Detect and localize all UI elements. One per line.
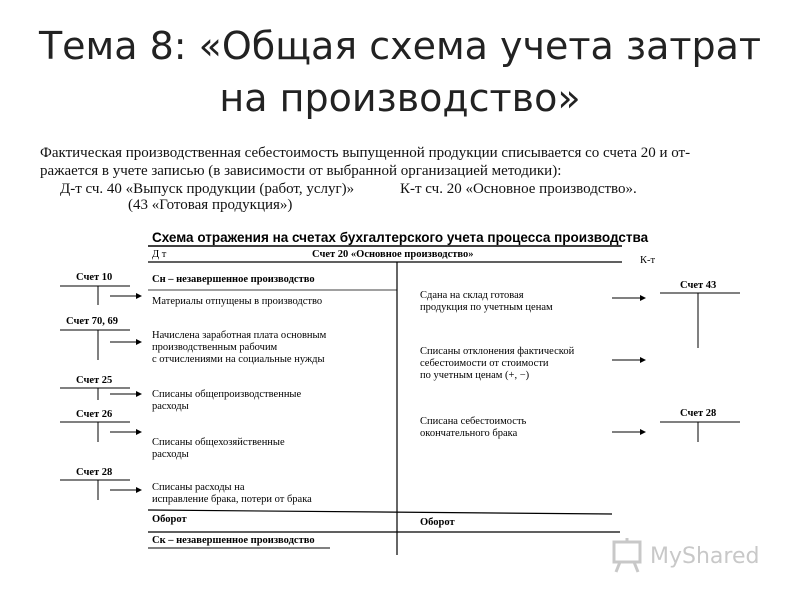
entry-defect-cost-line-1: Списана себестоимость bbox=[420, 416, 527, 427]
entry-overhead-line-1: Списаны общепроизводственные bbox=[152, 389, 302, 400]
entry-materials: Материалы отпущены в производство bbox=[152, 296, 323, 307]
entry-general-line-1: Списаны общехозяйственные bbox=[152, 437, 285, 448]
entry-deviation-line-3: по учетным ценам (+, −) bbox=[420, 370, 530, 381]
arrow-icon bbox=[136, 391, 142, 397]
opening-balance: Сн – незавершенное производство bbox=[152, 274, 315, 285]
arrow-icon bbox=[136, 487, 142, 493]
account-label-26: Счет 26 bbox=[76, 409, 113, 420]
arrow-icon bbox=[640, 429, 646, 435]
account-label-10: Счет 10 bbox=[76, 272, 113, 283]
arrow-icon bbox=[640, 357, 646, 363]
intro-line-4: (43 «Готовая продукция») bbox=[128, 197, 293, 213]
account-label-25: Счет 25 bbox=[76, 375, 113, 386]
entry-deviation-line-1: Списаны отклонения фактической bbox=[420, 346, 575, 357]
intro-line-2: ражается в учете записью (в зависимости … bbox=[40, 163, 562, 179]
entry-wages-line-3: с отчислениями на социальные нужды bbox=[152, 354, 325, 365]
credit-label: К-т bbox=[640, 255, 656, 266]
entry-wages-line-2: производственным рабочим bbox=[152, 342, 278, 353]
intro-credit: К-т сч. 20 «Основное производство». bbox=[400, 181, 637, 197]
turnover-top-line bbox=[147, 509, 613, 515]
entry-defect-line-1: Списаны расходы на bbox=[152, 482, 245, 493]
entry-overhead-line-2: расходы bbox=[152, 401, 189, 412]
arrow-icon bbox=[136, 339, 142, 345]
schema-title: Схема отражения на счетах бухгалтерского… bbox=[152, 230, 649, 245]
entry-wages-line-1: Начислена заработная плата основным bbox=[152, 330, 327, 341]
closing-balance: Ск – незавершенное производство bbox=[152, 535, 315, 546]
entry-defect-line-2: исправление брака, потери от брака bbox=[152, 494, 312, 505]
turnover-debit: Оборот bbox=[152, 514, 187, 525]
entry-warehouse-line-1: Сдана на склад готовая bbox=[420, 290, 524, 301]
debit-label: Д т bbox=[152, 249, 167, 260]
arrow-icon bbox=[640, 295, 646, 301]
entry-deviation-line-2: себестоимости от стоимости bbox=[420, 358, 549, 369]
account-label-43: Счет 43 bbox=[680, 280, 717, 291]
entry-general-line-2: расходы bbox=[152, 449, 189, 460]
presentation-board-icon bbox=[612, 538, 642, 573]
turnover-credit: Оборот bbox=[420, 517, 455, 528]
watermark-text: MyShared bbox=[650, 544, 760, 569]
slide-title: Тема 8: «Общая схема учета затрат на про… bbox=[0, 20, 800, 124]
intro-line-1: Фактическая производственная себестоимос… bbox=[40, 145, 691, 161]
entry-defect-cost-line-2: окончательного брака bbox=[420, 428, 518, 439]
arrow-icon bbox=[136, 429, 142, 435]
entry-warehouse-line-2: продукция по учетным ценам bbox=[420, 302, 553, 313]
slide-title-line-2: на производство» bbox=[219, 76, 581, 120]
account-label-28-right: Счет 28 bbox=[680, 408, 717, 419]
arrow-icon bbox=[136, 293, 142, 299]
t-account-header: Счет 20 «Основное производство» bbox=[312, 249, 474, 260]
intro-debit: Д-т сч. 40 «Выпуск продукции (работ, усл… bbox=[60, 181, 355, 197]
slide-title-line-1: Тема 8: «Общая схема учета затрат bbox=[38, 24, 762, 68]
account-label-70-69: Счет 70, 69 bbox=[66, 316, 119, 327]
account-label-28: Счет 28 bbox=[76, 467, 113, 478]
